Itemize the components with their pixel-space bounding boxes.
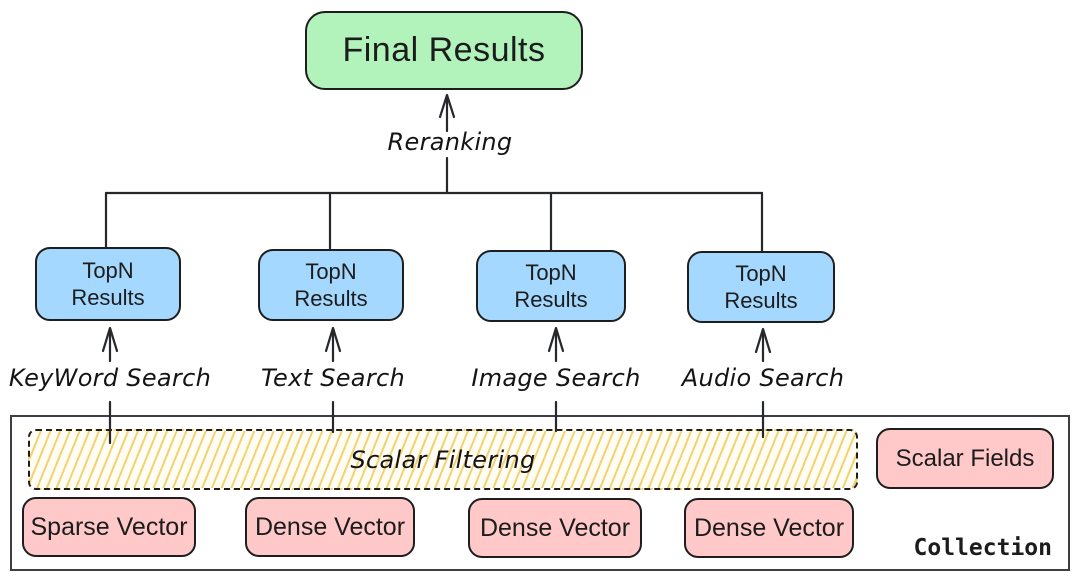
vector-node-label: Sparse Vector	[30, 512, 188, 541]
scalar-fields-label: Scalar Fields	[895, 444, 1035, 472]
vector-node-label: Dense Vector	[254, 512, 406, 541]
vector-node-dense-2: Dense Vector	[468, 498, 642, 558]
search-label-keyword: KeyWord Search	[8, 364, 212, 392]
vector-node-dense-3: Dense Vector	[684, 498, 854, 558]
vector-node-sparse: Sparse Vector	[22, 497, 196, 557]
search-label-text: Text Search	[261, 364, 405, 392]
reranking-label: Reranking	[387, 128, 513, 156]
final-results-node: Final Results	[305, 11, 583, 90]
collection-label: Collection	[913, 535, 1052, 561]
vector-node-label: Dense Vector	[479, 513, 631, 542]
search-label-image: Image Search	[471, 364, 641, 392]
edge-trunk	[104, 191, 764, 253]
vector-node-label: Dense Vector	[693, 513, 845, 542]
scalar-filtering-box: Scalar Filtering	[28, 429, 858, 490]
final-results-label: Final Results	[342, 31, 546, 69]
vector-node-dense-1: Dense Vector	[245, 497, 415, 557]
scalar-fields-node: Scalar Fields	[876, 428, 1054, 489]
search-label-audio: Audio Search	[681, 364, 845, 392]
scalar-filtering-label: Scalar Filtering	[350, 445, 536, 474]
